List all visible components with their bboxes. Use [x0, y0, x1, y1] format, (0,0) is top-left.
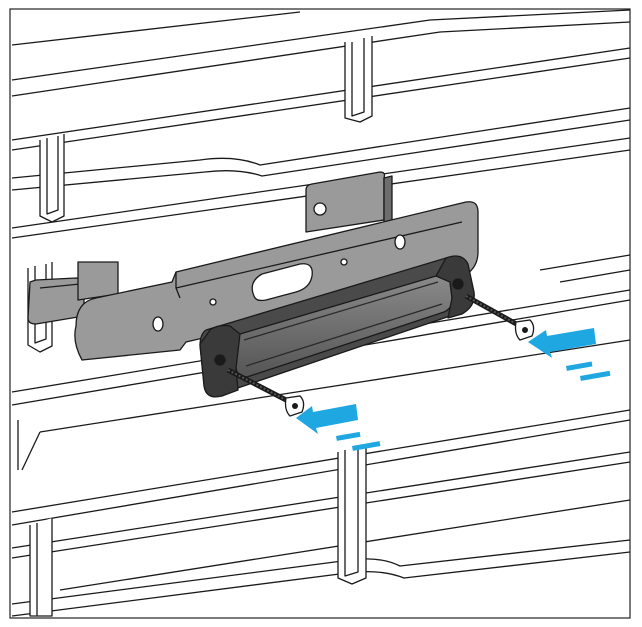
arrow-right-icon — [296, 404, 381, 451]
rail-low-13 — [559, 269, 631, 283]
screw-right — [464, 293, 535, 341]
bracket-hole-2 — [340, 258, 348, 266]
bracket-upper-tab-fold — [383, 175, 393, 223]
rail-low-7 — [11, 451, 631, 549]
grille-posts — [17, 36, 373, 617]
lamp-screw-hole-left — [214, 354, 226, 366]
rail-top-2 — [11, 9, 631, 81]
bracket-rib-2 — [175, 287, 181, 299]
frame-border — [9, 8, 631, 619]
bracket-upper-tab — [305, 171, 386, 233]
bracket-hole-1 — [209, 298, 217, 306]
rail-low-10 — [11, 539, 631, 605]
rail-top-4 — [11, 47, 631, 141]
post-bottom-center — [337, 446, 367, 585]
post-bottom-left — [29, 518, 53, 617]
rail-mid-2 — [11, 119, 631, 191]
arrow-right — [528, 328, 611, 381]
bracket-hole-4 — [394, 234, 406, 250]
rail-low-3 — [39, 339, 631, 433]
screw-left — [226, 367, 305, 417]
bracket-hole-3 — [152, 316, 164, 332]
rail-low-4 — [21, 431, 41, 471]
bracket-left-hook-slot — [39, 283, 81, 289]
led-lamp — [199, 255, 475, 398]
rail-low-11 — [11, 551, 631, 617]
lamp-screw-hole-right — [452, 278, 464, 290]
bracket-upper-hole — [313, 202, 327, 216]
rail-low-6 — [11, 419, 631, 526]
post-top-right — [344, 36, 373, 123]
bracket-slot — [251, 263, 313, 302]
rail-top-3 — [11, 21, 631, 97]
post-top-left — [39, 134, 65, 223]
mounting-bracket — [27, 171, 479, 361]
rail-low-12 — [539, 254, 631, 271]
rail-top-1 — [11, 11, 301, 46]
rail-top-5 — [11, 57, 631, 151]
rail-mid-1 — [11, 107, 631, 179]
screw-icon — [464, 293, 535, 341]
rail-low-8 — [11, 461, 631, 559]
lamp-lens-edge-2 — [245, 303, 443, 367]
grille-rails — [11, 9, 631, 617]
lamp-lens-edge — [243, 281, 439, 341]
screw-icon — [226, 367, 305, 417]
arrow-left — [296, 404, 381, 451]
rail-low-5 — [11, 409, 631, 513]
arrow-right-icon — [528, 328, 611, 381]
